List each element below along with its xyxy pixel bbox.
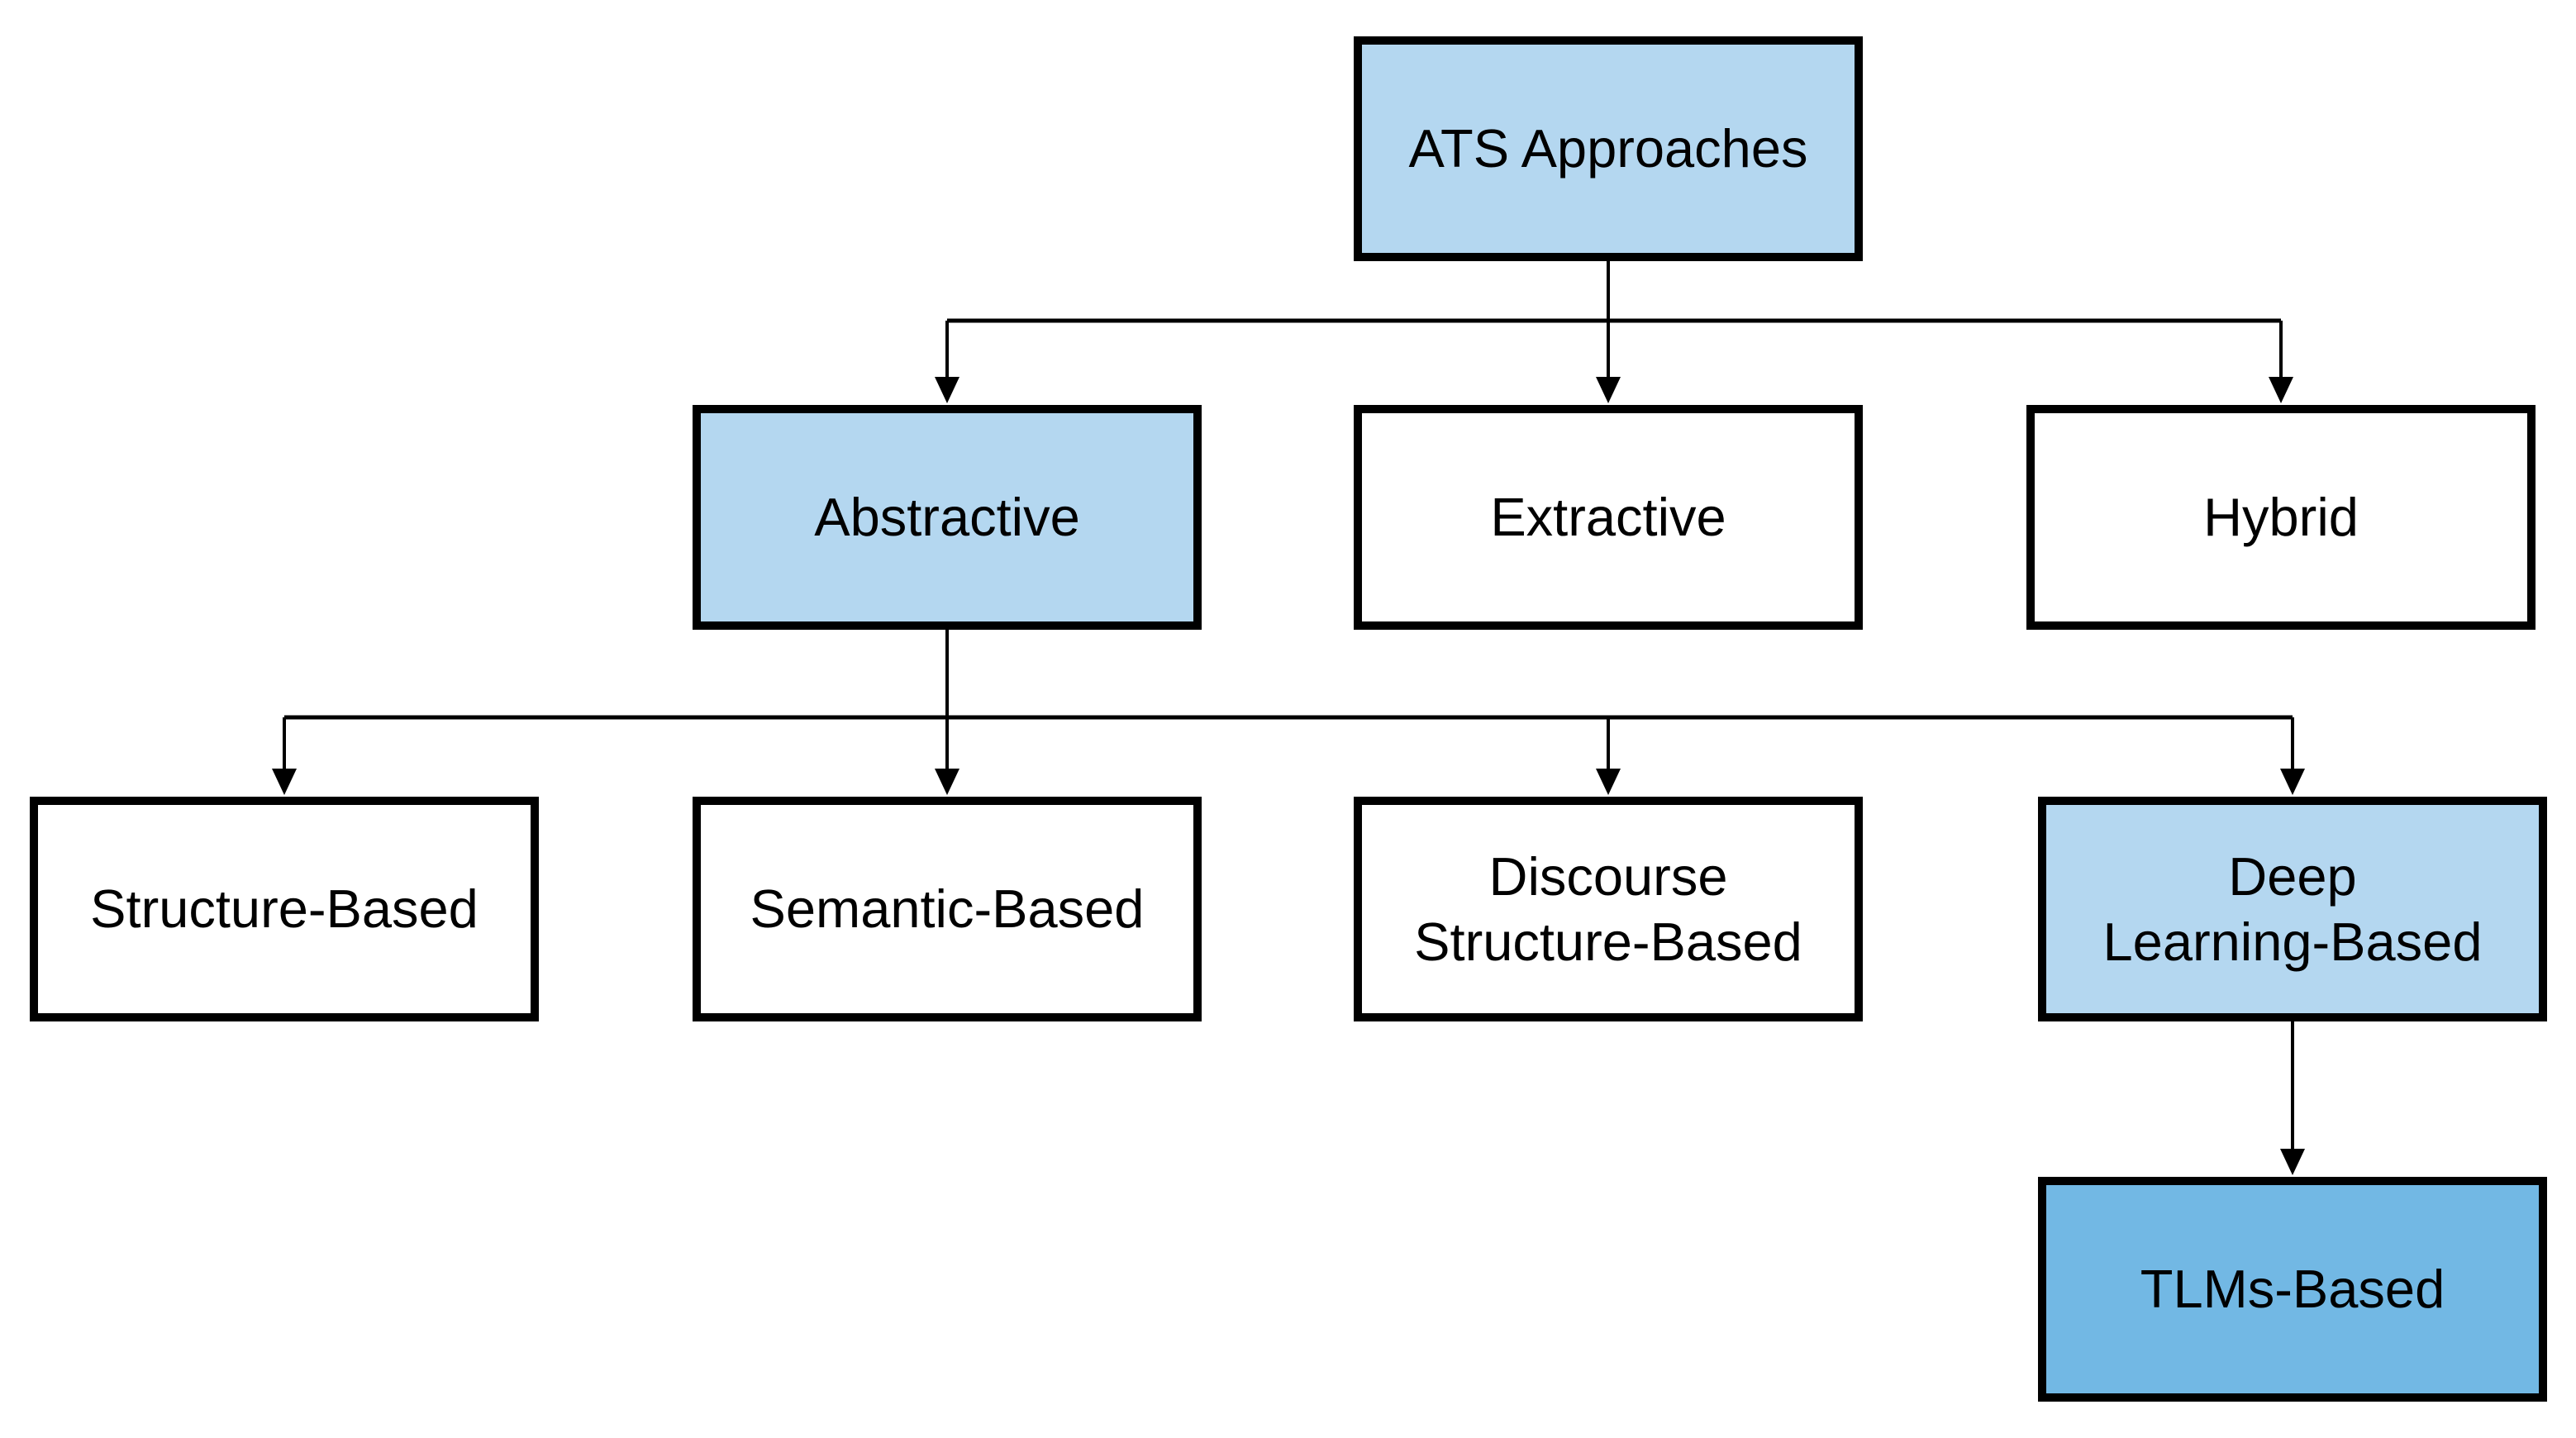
arrowhead-into-hybrid [2269, 377, 2293, 403]
node-ats-approaches: ATS Approaches [1354, 36, 1863, 261]
arrowhead-into-structure [272, 769, 297, 795]
node-tlms-based: TLMs-Based [2038, 1177, 2547, 1402]
node-semantic-based: Semantic-Based [693, 797, 1202, 1021]
arrowhead-into-tlms [2280, 1149, 2305, 1175]
node-hybrid: Hybrid [2026, 405, 2536, 630]
node-abstractive: Abstractive [693, 405, 1202, 630]
node-ats-approaches-label: ATS Approaches [1408, 118, 1808, 179]
arrowhead-into-discourse [1596, 769, 1621, 795]
node-deep-learning-based-label: Deep Learning-Based [2102, 845, 2483, 972]
arrowhead-into-extractive [1596, 377, 1621, 403]
node-extractive: Extractive [1354, 405, 1863, 630]
node-discourse-structure-based: Discourse Structure-Based [1354, 797, 1863, 1021]
edge-abstractive-children [272, 630, 2305, 795]
node-extractive-label: Extractive [1490, 487, 1726, 548]
node-semantic-based-label: Semantic-Based [750, 879, 1145, 940]
edge-deep-tlms [2280, 1021, 2305, 1175]
node-hybrid-label: Hybrid [2203, 487, 2359, 548]
node-deep-learning-based: Deep Learning-Based [2038, 797, 2547, 1021]
node-structure-based: Structure-Based [30, 797, 539, 1021]
node-structure-based-label: Structure-Based [90, 879, 479, 940]
node-abstractive-label: Abstractive [814, 487, 1080, 548]
arrowhead-into-deep [2280, 769, 2305, 795]
edge-ats-children [935, 261, 2293, 403]
arrowhead-into-semantic [935, 769, 959, 795]
node-tlms-based-label: TLMs-Based [2140, 1259, 2445, 1320]
node-discourse-structure-based-label: Discourse Structure-Based [1414, 845, 1802, 972]
arrowhead-into-abstractive [935, 377, 959, 403]
